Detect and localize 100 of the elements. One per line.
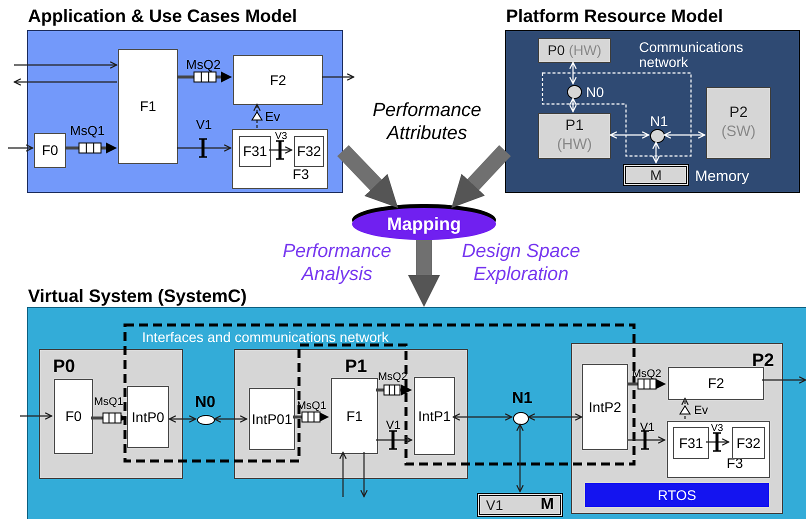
memory-label: M (650, 166, 662, 184)
arrow (376, 384, 412, 396)
arrow (20, 412, 52, 420)
function-label: F2 (708, 374, 724, 393)
edge-label: V1 (386, 419, 401, 431)
panel-title: Platform Resource Model (506, 6, 724, 26)
arrow (628, 436, 666, 444)
arrow (664, 131, 706, 139)
arrow (168, 415, 196, 423)
rtos-bar (585, 483, 769, 507)
arrow (681, 398, 689, 419)
processor-box (538, 38, 611, 63)
function-box (668, 367, 764, 400)
memory-box (477, 493, 563, 517)
arrow (706, 438, 730, 446)
interface-label: IntP0 (132, 408, 164, 426)
annotation-text: Design Space Exploration (460, 240, 582, 286)
region-label: Interfaces and communications network (142, 329, 389, 345)
function-label: F31 (242, 142, 268, 161)
edge-label: MsQ1 (70, 124, 105, 137)
arrow (65, 142, 117, 154)
arrow (337, 145, 398, 208)
function-box (732, 427, 765, 459)
edge-label: Ev (265, 110, 280, 123)
arrow (452, 413, 512, 421)
arrow (14, 61, 118, 69)
function-group-box (667, 421, 770, 478)
function-box (673, 427, 709, 459)
processor-label: P1 (345, 356, 368, 376)
function-label: F0 (65, 407, 82, 426)
processor-label: P0 (548, 41, 565, 60)
arrow (8, 144, 34, 152)
function-label: F32 (736, 434, 761, 452)
function-box (294, 136, 324, 167)
function-box (118, 49, 178, 164)
edge-label: V3 (711, 424, 724, 434)
arrow (14, 78, 117, 86)
processor-box (706, 87, 771, 159)
function-label: F1 (346, 406, 363, 426)
arrow (376, 436, 412, 444)
arrow (177, 144, 232, 152)
arrow (91, 412, 127, 424)
function-label: F0 (42, 141, 58, 160)
interface-label: IntP01 (252, 410, 292, 428)
arrow (322, 73, 354, 81)
edge-label: V1 (196, 118, 212, 131)
panel-title: Application & Use Cases Model (28, 6, 298, 26)
memory-label: M (540, 495, 554, 515)
function-box (331, 378, 378, 454)
interface-label: IntP2 (588, 398, 622, 416)
region-label: Communications network (639, 40, 744, 70)
function-label: F32 (296, 142, 322, 161)
processor-label: (SW) (721, 123, 756, 142)
arrow (214, 415, 248, 423)
function-group-box (232, 129, 328, 189)
arrow (293, 412, 329, 422)
rtos-label: RTOS (658, 486, 696, 504)
edge-label: V1 (640, 421, 655, 433)
annotation-text: Performance Analysis (282, 240, 392, 286)
function-label: F2 (270, 70, 286, 90)
arrow (762, 376, 806, 384)
processor-label: P1 (565, 117, 584, 136)
function-label: F31 (678, 434, 704, 452)
function-box (233, 55, 323, 105)
arrow (528, 413, 582, 421)
arrow (360, 452, 368, 498)
node-label: N0 (586, 85, 604, 99)
arrow (569, 62, 577, 84)
node-label: N1 (512, 391, 532, 407)
annotation-text: Performance Attributes (372, 99, 482, 145)
arrow (269, 146, 292, 154)
function-label: F1 (140, 97, 156, 116)
function-label: F3 (292, 166, 309, 182)
panel-title: Virtual System (SystemC) (28, 286, 247, 306)
arrow (253, 104, 261, 128)
arrow (516, 424, 524, 492)
arrow (339, 452, 347, 497)
function-box (239, 136, 271, 167)
interface-box (414, 377, 455, 455)
processor-label: P2 (752, 350, 774, 370)
node-label: Memory (695, 169, 750, 184)
arrow (610, 131, 650, 139)
arrow (652, 142, 660, 164)
processor-label: P0 (53, 356, 76, 376)
processor-box (538, 113, 611, 159)
arrow (569, 98, 577, 112)
edge-label: Ev (694, 404, 708, 416)
processor-label: P2 (729, 104, 748, 123)
edge-label: V3 (275, 132, 288, 142)
processor-box (234, 349, 468, 479)
edge-label: MsQ2 (186, 58, 221, 71)
node-label: N0 (195, 395, 216, 411)
interface-box (127, 386, 169, 448)
interface-box (582, 364, 628, 450)
mapping-label: Mapping (387, 212, 461, 236)
arrow (451, 145, 511, 208)
function-box (54, 379, 93, 454)
function-box (34, 133, 66, 168)
memory-label: V1 (486, 496, 504, 514)
arrow (177, 72, 232, 82)
